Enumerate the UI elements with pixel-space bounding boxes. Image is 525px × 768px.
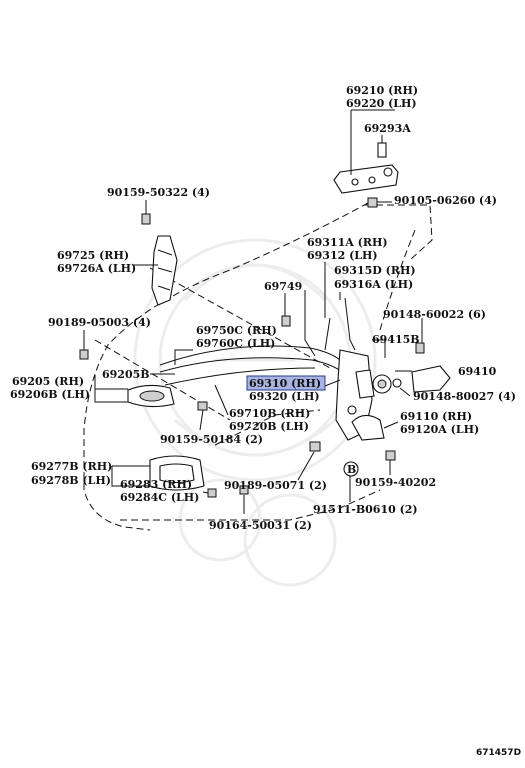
callout-b-label: B <box>347 463 356 476</box>
outside-handle-part <box>351 414 385 441</box>
label-69278b: 69278B (LH) <box>31 474 111 487</box>
label-69725: 69725 (RH) <box>57 249 129 262</box>
label-90105-06260: 90105-06260 (4) <box>394 194 497 207</box>
label-90148-60022: 90148-60022 (6) <box>383 308 486 321</box>
label-69110: 69110 (RH) <box>400 410 472 423</box>
label-69312: 69312 (LH) <box>307 249 378 262</box>
label-69210: 69210 (RH) <box>346 84 418 97</box>
label-69710b: 69710B (RH) <box>229 407 310 420</box>
label-69726a: 69726A (LH) <box>57 262 136 275</box>
control-rods <box>159 290 356 386</box>
lock-cylinder-part <box>372 374 392 394</box>
leader-lines <box>83 109 423 514</box>
label-69310: 69310 (RH) <box>249 377 321 390</box>
label-90164-50031: 90164-50031 (2) <box>209 519 312 532</box>
label-90159-50184: 90159-50184 (2) <box>160 433 263 446</box>
label-69410: 69410 <box>458 365 497 378</box>
part-labels: 69210 (RH) 69220 (LH) 69293A 90159-50322… <box>10 84 521 758</box>
callout-b: B <box>343 461 359 477</box>
label-90159-50322: 90159-50322 (4) <box>107 186 210 199</box>
handle-bezel-part <box>149 455 205 491</box>
diagram-code: 671457D <box>476 748 521 758</box>
label-69316a: 69316A (LH) <box>334 278 413 291</box>
label-69311a: 69311A (RH) <box>307 236 388 249</box>
label-69284c: 69284C (LH) <box>120 491 199 504</box>
label-69315d: 69315D (RH) <box>334 264 416 277</box>
label-69749: 69749 <box>264 280 302 293</box>
label-69415b: 69415B <box>372 333 420 346</box>
door-outline <box>83 202 433 531</box>
label-91511-b0610: 91511-B0610 (2) <box>313 503 418 516</box>
label-69205b: 69205B <box>102 368 150 381</box>
handle-bracket-part <box>151 235 178 306</box>
label-69205: 69205 (RH) <box>12 375 84 388</box>
label-69277b: 69277B (RH) <box>31 460 112 473</box>
label-90189-05003: 90189-05003 (4) <box>48 316 151 329</box>
striker-part <box>411 365 451 393</box>
label-69293a: 69293A <box>364 122 411 135</box>
label-69720b: 69720B (LH) <box>229 420 309 433</box>
label-69220: 69220 (LH) <box>346 97 417 110</box>
label-69120a: 69120A (LH) <box>400 423 479 436</box>
label-69750c: 69750C (RH) <box>196 324 277 337</box>
label-90159-40202: 90159-40202 <box>355 476 436 489</box>
inside-handle-part <box>127 384 175 408</box>
label-90189-05071: 90189-05071 (2) <box>224 479 327 492</box>
door-hinge-part <box>333 142 399 194</box>
watermark-emblem <box>133 238 377 587</box>
label-69320: 69320 (LH) <box>249 390 320 403</box>
label-69206b: 69206B (LH) <box>10 388 90 401</box>
label-90148-80027: 90148-80027 (4) <box>413 390 516 403</box>
label-69283: 69283 (RH) <box>120 478 192 491</box>
highlight-69310 <box>246 375 326 391</box>
label-69760c: 69760C (LH) <box>196 337 275 350</box>
